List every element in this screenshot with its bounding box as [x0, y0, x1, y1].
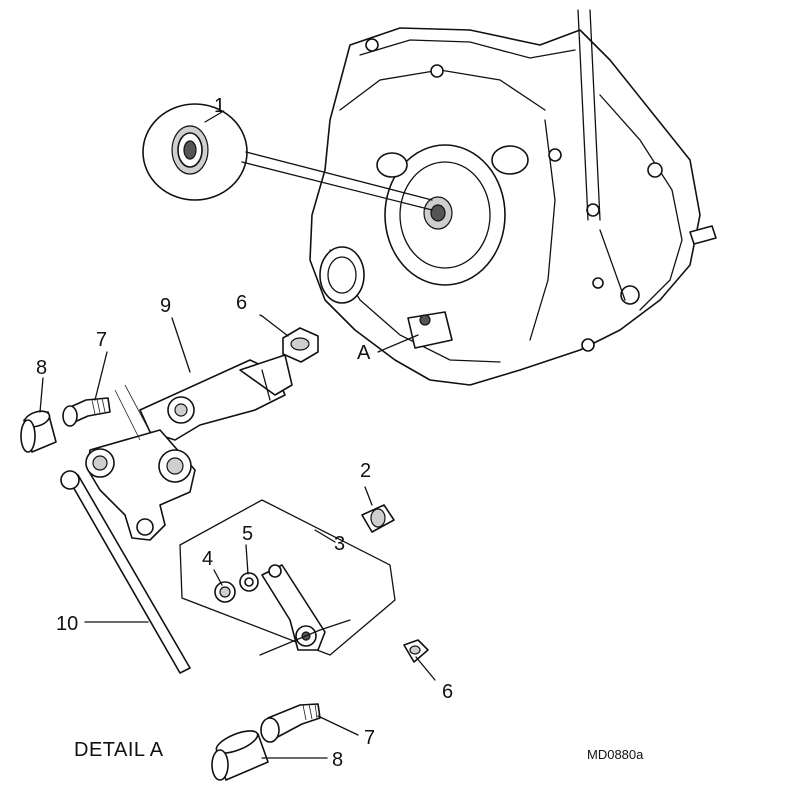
- callout-4: 4: [202, 548, 214, 570]
- nut-upper: [261, 315, 319, 363]
- callout-8-upper: 8: [36, 357, 48, 379]
- callout-7-lower: 7: [364, 727, 376, 749]
- callout-6-upper: 6: [236, 292, 248, 314]
- callout-5: 5: [242, 523, 254, 545]
- callout-7-upper: 7: [96, 329, 108, 351]
- sleeve-upper: [20, 410, 57, 453]
- pivot-stud-lower: [260, 703, 321, 743]
- oil-seal-detail: [142, 103, 433, 211]
- callout-10: 10: [56, 613, 79, 635]
- gearbox-housing: [309, 9, 717, 386]
- callout-9: 9: [160, 295, 172, 317]
- pivot-stud-upper: [62, 397, 111, 427]
- figure-code: MD0880a: [587, 747, 644, 762]
- leader-lines: [39, 111, 436, 759]
- detail-a-caption: DETAIL A: [74, 739, 164, 761]
- callout-1: 1: [214, 95, 226, 117]
- callout-3: 3: [334, 533, 346, 555]
- callout-6-lower: 6: [442, 681, 454, 703]
- detail-a-kit: [179, 499, 429, 663]
- callout-a: A: [357, 342, 371, 364]
- sleeve-lower: [211, 730, 269, 781]
- callout-8-lower: 8: [332, 749, 344, 771]
- release-lever-assembly: [60, 354, 293, 674]
- callout-2: 2: [360, 460, 372, 482]
